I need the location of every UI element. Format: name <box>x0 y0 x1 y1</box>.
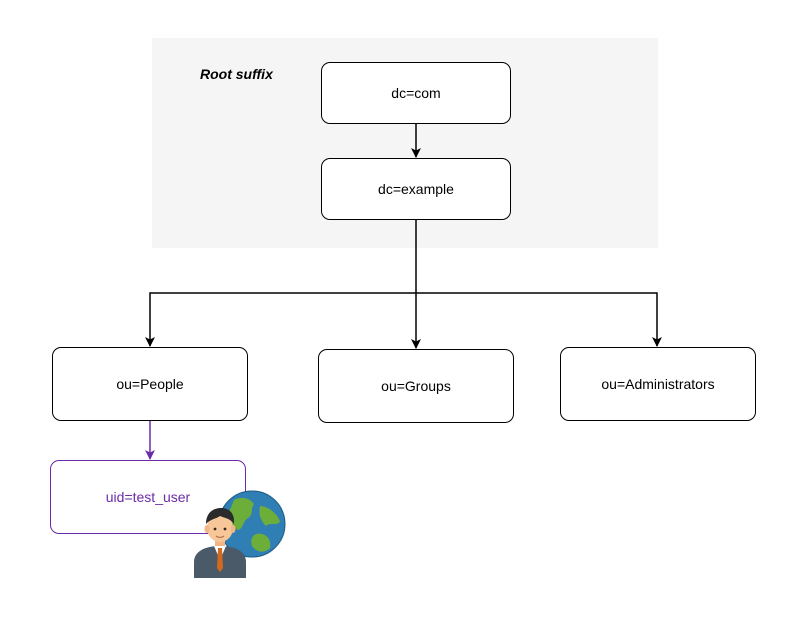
node-dc-com[interactable]: dc=com <box>321 62 511 124</box>
node-ou-people[interactable]: ou=People <box>52 347 248 421</box>
edge-dc-example-to-ou-administrators <box>416 292 662 347</box>
node-dc-example[interactable]: dc=example <box>321 158 511 220</box>
root-suffix-label: Root suffix <box>200 66 273 82</box>
node-ou-administrators[interactable]: ou=Administrators <box>560 347 756 421</box>
user-globe-figure <box>194 490 286 578</box>
user-icon <box>194 508 246 578</box>
edge-dc-example-to-ou-people <box>145 292 416 347</box>
node-ou-groups[interactable]: ou=Groups <box>318 349 514 423</box>
